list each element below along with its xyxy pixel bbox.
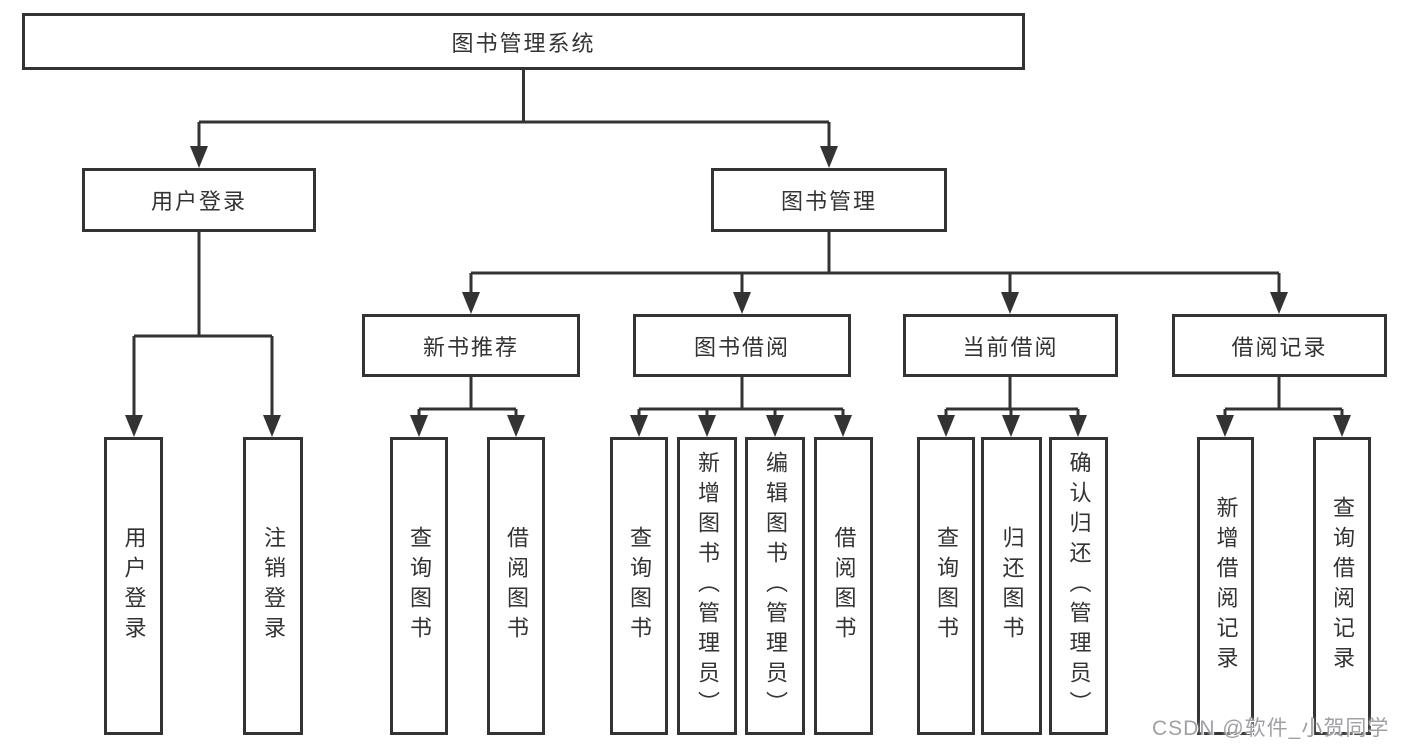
leaf-query-books-recommend-label: 查询图书 (407, 526, 432, 646)
leaf-add-borrow-record: 新增借阅记录 (1197, 437, 1254, 735)
watermark: CSDN @软件_小贺同学 (1152, 717, 1390, 740)
node-borrow-records: 借阅记录 (1172, 314, 1387, 377)
leaf-confirm-return-admin: 确认归还（管理员） (1049, 437, 1108, 735)
leaf-user-login-label: 用户登录 (121, 526, 147, 646)
leaf-borrow-books-recommend-label: 借阅图书 (504, 526, 529, 646)
leaf-query-books-recommend: 查询图书 (390, 437, 448, 735)
leaf-logout-label: 注销登录 (261, 526, 286, 646)
leaf-add-borrow-record-label: 新增借阅记录 (1213, 496, 1239, 676)
node-book-borrow: 图书借阅 (633, 314, 851, 377)
node-current-borrow-label: 当前借阅 (962, 334, 1059, 360)
node-new-book-recommend: 新书推荐 (362, 314, 580, 377)
leaf-borrow-books-label: 借阅图书 (831, 526, 857, 646)
leaf-add-book-admin: 新增图书（管理员） (677, 437, 737, 735)
leaf-query-books-borrow: 查询图书 (610, 437, 668, 735)
node-book-management-label: 图书管理 (780, 189, 877, 214)
node-borrow-records-label: 借阅记录 (1231, 334, 1328, 360)
leaf-query-books-borrow-label: 查询图书 (627, 526, 652, 646)
leaf-confirm-return-admin-label: 确认归还（管理员） (1066, 451, 1092, 721)
node-book-management: 图书管理 (711, 168, 947, 232)
leaf-query-borrow-record: 查询借阅记录 (1313, 437, 1371, 735)
node-user-login: 用户登录 (82, 168, 316, 232)
node-library-system: 图书管理系统 (22, 13, 1025, 70)
leaf-logout: 注销登录 (243, 437, 303, 735)
leaf-query-books-current: 查询图书 (917, 437, 975, 735)
leaf-query-books-current-label: 查询图书 (934, 526, 959, 646)
leaf-edit-book-admin-label: 编辑图书（管理员） (763, 451, 788, 721)
node-user-login-label: 用户登录 (150, 189, 247, 214)
node-book-borrow-label: 图书借阅 (693, 334, 790, 360)
node-new-book-recommend-label: 新书推荐 (422, 334, 519, 360)
node-library-system-label: 图书管理系统 (451, 30, 596, 56)
leaf-borrow-books-recommend: 借阅图书 (487, 437, 545, 735)
leaf-edit-book-admin: 编辑图书（管理员） (745, 437, 805, 735)
leaf-query-borrow-record-label: 查询借阅记录 (1330, 496, 1355, 676)
arrowheads (125, 146, 1351, 437)
leaf-user-login: 用户登录 (104, 437, 163, 735)
leaf-add-book-admin-label: 新增图书（管理员） (695, 451, 720, 721)
leaf-return-book: 归还图书 (981, 437, 1042, 735)
node-current-borrow: 当前借阅 (903, 314, 1118, 377)
leaf-borrow-books: 借阅图书 (814, 437, 873, 735)
leaf-return-book-label: 归还图书 (999, 526, 1025, 646)
